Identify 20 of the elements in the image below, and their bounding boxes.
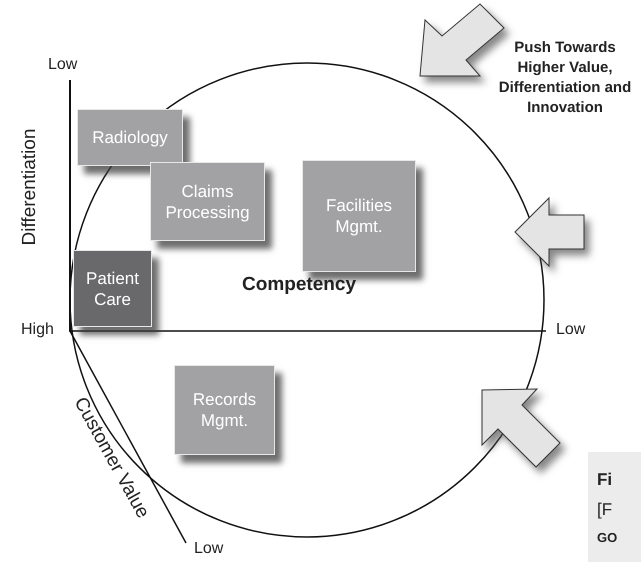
category-box	[77, 109, 183, 166]
category-box	[150, 162, 265, 241]
axis-title: Differentiation	[19, 128, 41, 248]
axis-end-label: High	[21, 321, 54, 339]
caption-text: Fi	[597, 470, 612, 490]
annotation-text: Push Towards Higher Value, Differentiation and Innovation	[498, 38, 632, 118]
axis-end-label: Low	[556, 321, 586, 339]
axis-title: Competency	[242, 274, 356, 296]
box-label: Radiology	[92, 127, 168, 148]
axis-end-label: Low	[48, 56, 78, 74]
box-label: Facilities Mgmt.	[324, 195, 394, 237]
category-box	[73, 250, 152, 327]
box-label: Records Mgmt.	[192, 389, 258, 431]
box-label: Claims Processing	[164, 180, 251, 222]
axis-end-label: Low	[194, 540, 224, 558]
category-box	[302, 160, 416, 272]
box-label: Patient Care	[85, 268, 140, 310]
category-box	[174, 365, 275, 455]
caption-text: [F	[597, 500, 612, 520]
caption-text: GO	[597, 530, 618, 545]
